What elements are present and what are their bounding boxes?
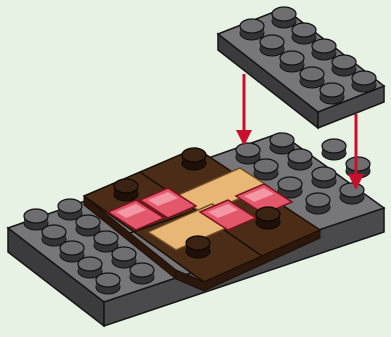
stud — [270, 133, 294, 154]
stud — [306, 193, 330, 214]
stud — [312, 167, 336, 188]
stud — [340, 183, 364, 204]
stud — [322, 139, 346, 160]
stud — [182, 148, 206, 170]
stud — [94, 231, 118, 252]
stud — [240, 19, 264, 40]
stud — [260, 35, 284, 56]
stud — [292, 23, 316, 44]
stud — [78, 257, 102, 278]
stud — [332, 55, 356, 76]
stud — [320, 83, 344, 104]
stud — [256, 207, 280, 229]
stud — [280, 51, 304, 72]
arrow-down-icon — [348, 114, 364, 190]
stud — [114, 179, 138, 201]
stud — [312, 39, 336, 60]
stud — [96, 273, 120, 294]
stud — [76, 215, 100, 236]
stud — [186, 236, 210, 258]
stud — [254, 159, 278, 180]
stud — [130, 263, 154, 284]
stud — [42, 225, 66, 246]
stud — [112, 247, 136, 268]
stud — [272, 7, 296, 28]
stud — [300, 67, 324, 88]
stud — [236, 143, 260, 164]
arrow-down-icon — [236, 74, 252, 146]
stud — [24, 209, 48, 230]
stud — [60, 241, 84, 262]
stud — [288, 149, 312, 170]
stud — [352, 71, 376, 92]
stud — [58, 199, 82, 220]
